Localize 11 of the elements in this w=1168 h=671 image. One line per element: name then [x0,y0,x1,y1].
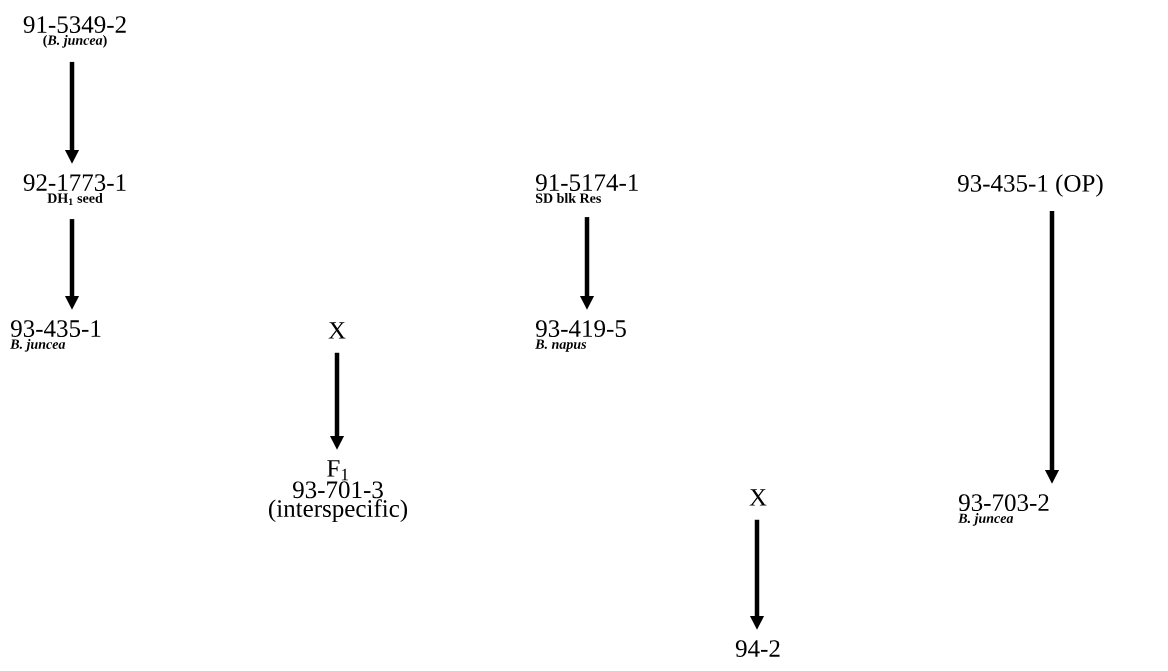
pedigree-entry: F$_{1}$ 93-701-3 (interspecific) [269,460,408,523]
pedigree-entry: X [328,322,346,339]
pedigree-entry: 94-2 [735,640,780,657]
pedigree-entry: 91-5349-2 (B. juncea) [23,16,126,48]
pedigree-entry: 91-5174-1 SD blk Res [535,174,638,203]
pedigree-entry: X [749,489,767,506]
pedigree-entry: 93-703-2 B. juncea [958,494,1049,526]
pedigree-entry: 93-435-1 B. juncea [10,320,101,352]
pedigree-entry: 93-435-1 (OP) [958,174,1103,197]
pedigree-entry: 92-1773-1 DH$_{1}$ seed [23,174,126,205]
pedigree-entry: 93-419-5 B. napus [535,320,626,352]
